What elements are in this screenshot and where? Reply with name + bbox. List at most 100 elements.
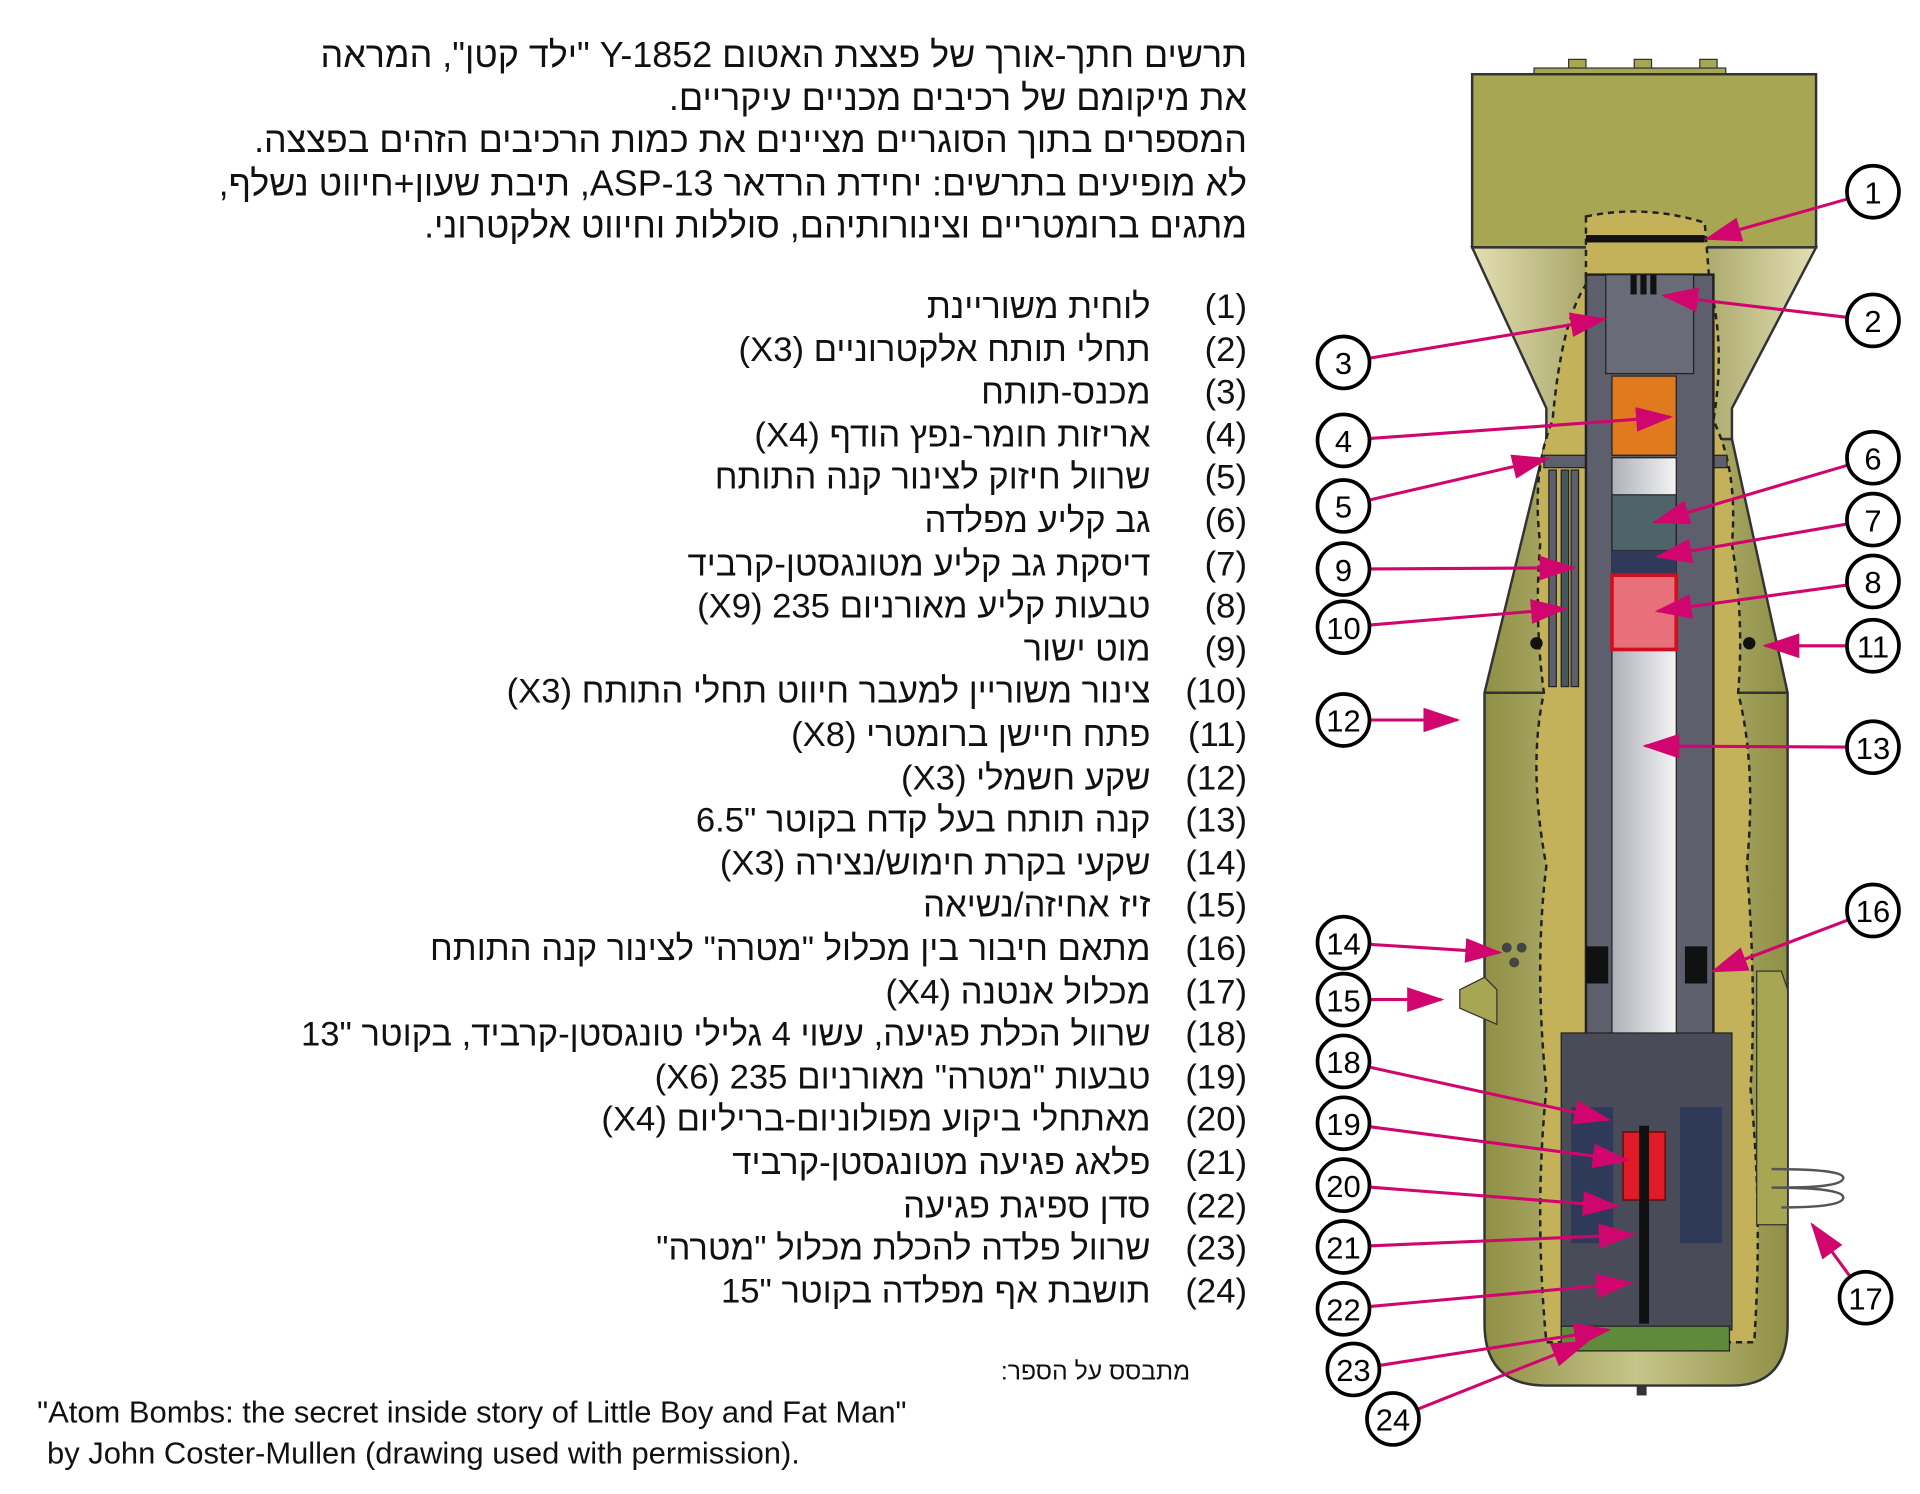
callout-13: 13 (1642, 719, 1901, 776)
callout-15: 15 (1315, 971, 1445, 1028)
legend-item: (10) צינור משוריין למעבר חיווט תחלי התותח… (0, 672, 1920, 715)
legend-number: (17) (1185, 971, 1247, 1011)
projectile-uranium-rings (1610, 573, 1679, 652)
callout-number: 14 (1326, 926, 1360, 961)
callout-number: 24 (1376, 1403, 1410, 1438)
callout-number: 4 (1335, 424, 1352, 459)
callout-19: 19 (1315, 1095, 1630, 1169)
book-author: by John Coster-Mullen (drawing used with… (47, 1436, 800, 1471)
callout-arrow (1370, 1185, 1620, 1216)
callout-arrow (1417, 1340, 1589, 1411)
callout-number: 13 (1856, 731, 1890, 766)
callout-circle (1845, 163, 1901, 220)
legend-number: (8) (1204, 586, 1247, 625)
callout-22: 22 (1315, 1273, 1634, 1337)
callout-7: 7 (1654, 491, 1901, 564)
callout-6: 6 (1652, 429, 1901, 525)
legend-item: (3) מכנס-תותח (0, 373, 1920, 416)
legend-label: מכנס-תותח (981, 372, 1151, 411)
callout-number: 21 (1326, 1231, 1360, 1266)
legend-number: (15) (1185, 886, 1247, 925)
callout-circle (1845, 719, 1901, 776)
callout-circle (1325, 1341, 1382, 1398)
legend-item: (7)דיסקת גב קליע מטונגסטן-קרביד (0, 544, 1920, 587)
legend-number: (23) (1185, 1228, 1247, 1268)
legend-number: (9) (1204, 629, 1247, 668)
legend-item: (1)לוחית משוריינת (0, 287, 1920, 330)
callout-circle (1315, 541, 1372, 597)
legend-label: סדן ספיגת פגיעה (903, 1185, 1151, 1225)
callout-arrow (1369, 1065, 1612, 1125)
legend-number: (22) (1185, 1185, 1247, 1225)
legend-item: (4)אריזות חומר-נפץ הודף (X4) (0, 415, 1920, 458)
legend-label: זיז אחיזה/נשיאה (923, 886, 1151, 925)
legend-item: (18)שרוול הכלת פגיעה, עשוי 4 גלילי טונגס… (0, 1015, 1920, 1058)
book-title: "Atom Bombs: the secret inside story of … (37, 1395, 907, 1431)
legend-label: תושבת אף מפלדה בקוטר "15 (720, 1271, 1151, 1310)
callout-number: 10 (1326, 611, 1360, 646)
callout-18: 18 (1315, 1033, 1612, 1125)
callout-circle (1315, 692, 1372, 748)
legend-label: גב קליע מפלדה (924, 501, 1151, 540)
callout-12: 12 (1315, 692, 1461, 748)
legend-item: (15) זיז אחיזה/נשיאה (0, 886, 1920, 929)
callout-circle (1845, 553, 1901, 610)
callout-circle (1315, 971, 1372, 1028)
legend-item: (11) פתח חיישן ברומטרי (X8) (0, 715, 1920, 758)
callout-number: 6 (1864, 441, 1881, 476)
callout-arrow (1810, 1222, 1851, 1277)
legend-label: מתאם חיבור בין מכלול "מטרה" לצינור קנה ה… (430, 929, 1151, 968)
legend-number: (21) (1185, 1143, 1247, 1182)
legend-number: (11) (1187, 715, 1247, 754)
callout-circle (1845, 491, 1901, 548)
legend-number: (3) (1204, 372, 1247, 411)
wiring-tubes (1548, 469, 1580, 688)
legend-item: (9)מוט ישור (0, 629, 1920, 672)
callout-2: 2 (1660, 287, 1901, 349)
callout-number: 16 (1856, 894, 1890, 929)
callout-arrow (1370, 312, 1608, 360)
callout-number: 11 (1857, 630, 1889, 665)
legend-label: צינור משוריין למעבר חיווט תחלי התותח (X3… (506, 672, 1151, 711)
callout-arrow (1370, 555, 1577, 581)
armor-plate (1585, 235, 1705, 243)
legend-number: (4) (1204, 415, 1247, 454)
tungsten-plug (1639, 1125, 1650, 1324)
callout-circle (1315, 478, 1372, 534)
legend-item: (16)מתאם חיבור בין מכלול "מטרה" לצינור ק… (0, 929, 1920, 972)
callout-circle (1315, 1033, 1372, 1090)
callout-number: 17 (1848, 1281, 1882, 1316)
header-line: לא מופיעים בתרשים: יחידת הרדאר ASP-13, ת… (218, 163, 1247, 204)
legend-label: טבעות קליע מאורניום 235 (X9) (697, 586, 1151, 625)
callout-number: 23 (1336, 1353, 1370, 1388)
legend-item: (22) סדן ספיגת פגיעה (0, 1186, 1920, 1229)
callout-number: 7 (1864, 503, 1881, 538)
callout-circle (1845, 292, 1901, 349)
legend-number: (12) (1185, 757, 1247, 797)
callout-circle (1315, 334, 1372, 391)
callout-circle (1315, 1095, 1372, 1152)
callout-arrow (1370, 1273, 1634, 1308)
nose-nut (1560, 1325, 1731, 1352)
callout-21: 21 (1315, 1219, 1637, 1275)
legend-number: (18) (1185, 1014, 1247, 1054)
callout-16: 16 (1710, 882, 1901, 973)
callout-number: 22 (1326, 1293, 1360, 1328)
callout-arrow (1642, 733, 1846, 759)
legend-label: תחלי תותח אלקטרוניים (X3) (738, 329, 1151, 369)
legend-label: פתח חיישן ברומטרי (X8) (791, 715, 1151, 754)
callout-circle (1837, 1269, 1894, 1326)
callout-arrow (1380, 1322, 1612, 1367)
legend-item: (24)תושבת אף מפלדה בקוטר "15 (0, 1271, 1920, 1314)
callout-number: 9 (1335, 553, 1352, 588)
callout-circle (1845, 429, 1901, 486)
callout-number: 20 (1326, 1169, 1360, 1204)
callout-number: 1 (1864, 175, 1881, 210)
legend-number: (10) (1185, 672, 1247, 711)
legend-number: (19) (1185, 1057, 1247, 1096)
callout-circle (1845, 882, 1901, 939)
callout-1: 1 (1704, 163, 1901, 242)
